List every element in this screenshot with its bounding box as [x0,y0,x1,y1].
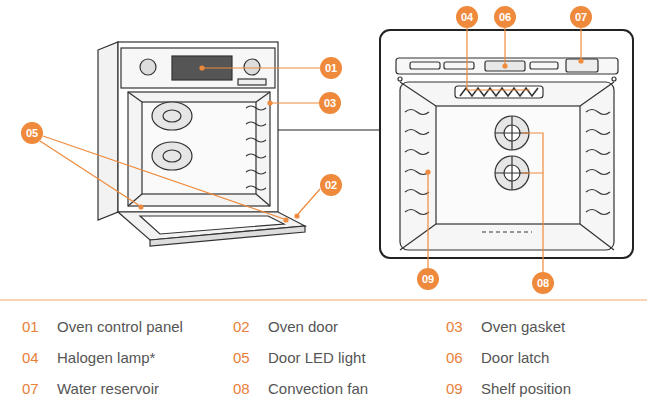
lamp-housing [455,86,543,98]
fan [152,102,192,130]
leader-dot [426,170,430,174]
leader-dot [200,66,204,70]
part-name: Shelf position [481,380,571,398]
part-name: Door latch [481,349,549,367]
leader-line [43,136,284,219]
leader-line [427,174,428,268]
callout-number: 04 [461,12,473,23]
callout-circle: 06 [494,6,516,28]
part-name: Oven gasket [481,318,565,336]
cavity-back [142,102,256,194]
panel-slot [410,62,440,69]
fan-hub [163,150,181,162]
part-name: Door LED light [268,349,366,367]
part-name: Oven control panel [57,318,183,336]
callout-circle: 09 [417,268,439,290]
table-number: 02 [233,318,250,336]
callout-number: 02 [325,180,337,191]
zoom-frame [380,30,633,258]
shelf-rails [405,110,429,215]
part-name: Oven door [268,318,338,336]
table-number: 08 [233,380,250,398]
leader-line [298,189,320,214]
floor-element [482,231,532,232]
leader-line [522,133,543,272]
zoom-back [436,106,580,224]
leader-dot [284,218,288,222]
cavity-edge [580,82,614,106]
table-number: 05 [233,349,250,367]
table-number: 04 [22,349,39,367]
callout-circle: 04 [456,6,478,28]
callout-number: 09 [422,274,434,285]
callout-number: 07 [575,12,587,23]
leader-lines [0,28,647,300]
callout-circle: 08 [532,272,554,294]
cavity-edge [580,224,614,250]
cavity-edge [400,224,436,250]
leader-line [467,28,530,90]
leader-dot [503,64,507,68]
leader-dot [139,205,143,209]
knob [244,59,260,75]
table-number: 09 [446,380,463,398]
fan-hub [163,110,181,122]
water-reservoir [566,59,598,72]
part-name: Water reservoir [57,380,159,398]
callout-number: 08 [537,278,549,289]
leader-line [272,102,319,103]
oven-cavity [128,92,270,206]
screw [612,77,616,81]
door-window [140,216,284,234]
zoom-view [380,30,633,258]
callout-number: 03 [324,98,336,109]
callout-circle: 02 [320,174,342,196]
leader-line [580,28,581,60]
part-name: Convection fan [268,380,368,398]
oven-side [98,42,118,220]
leader-dot [295,214,299,218]
cavity-edge [256,194,270,206]
cavity-edge [400,82,436,106]
leader-line [204,67,320,68]
leader-dot [579,59,583,63]
halogen-lamp [460,88,538,96]
callout-number: 01 [325,63,337,74]
part-name: Halogen lamp* [57,349,155,367]
fan [152,142,192,170]
left-oven [98,42,380,246]
zoom-line [278,129,380,130]
callout-circle: 07 [570,6,592,28]
shelf-rails [586,110,610,215]
table-rule [0,300,647,301]
shelf-rails [246,106,266,190]
callout-circle: 03 [319,92,341,114]
screw [398,77,402,81]
callout-number: 06 [499,12,511,23]
table-number: 03 [446,318,463,336]
panel-slot [444,62,474,69]
callout-circle: 01 [320,57,342,79]
leader-dot [268,101,272,105]
cavity-edge [256,92,270,102]
table-number: 07 [22,380,39,398]
leader-line [40,141,140,206]
knob [140,59,156,75]
zoom-cavity [400,82,614,250]
table-number: 06 [446,349,463,367]
cavity-edge [128,92,142,102]
top-strip [396,58,618,74]
leader-line [504,28,505,66]
panel-button [238,79,266,85]
table-number: 01 [22,318,39,336]
panel-slot [530,62,558,69]
callout-circle: 05 [21,122,43,144]
callout-number: 05 [26,128,38,139]
